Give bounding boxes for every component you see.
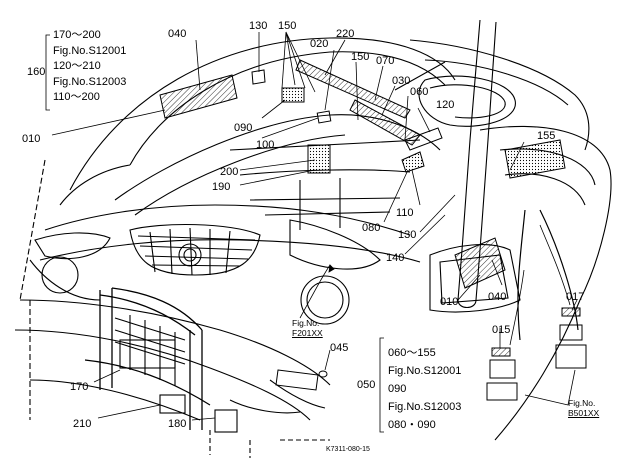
part-label-080: 080 bbox=[362, 222, 381, 234]
part-label-210: 210 bbox=[73, 418, 92, 430]
part-label-110: 110 bbox=[396, 207, 414, 219]
decal-220 bbox=[295, 59, 411, 119]
decal-060 bbox=[404, 127, 443, 151]
part-label-070: 070 bbox=[376, 55, 395, 67]
group-160-item: Fig.No.S12003 bbox=[53, 75, 127, 88]
decal-parts bbox=[159, 59, 587, 401]
fig-ref-f201xx-line2: F201XX bbox=[292, 328, 323, 338]
group-050-item: 060～155 bbox=[388, 347, 436, 359]
part-label-010: 010 bbox=[22, 133, 41, 145]
decal-030 bbox=[349, 99, 421, 146]
part-label-130-b: 130 bbox=[398, 229, 417, 241]
group-160-item: 170～200 bbox=[53, 29, 101, 41]
part-label-100: 100 bbox=[256, 139, 275, 151]
part-label-170: 170 bbox=[70, 381, 89, 393]
decal-155 bbox=[504, 139, 566, 179]
fig-ref-b501xx-line1: Fig.No. bbox=[568, 398, 596, 408]
part-label-140: 140 bbox=[386, 252, 405, 264]
decal-040-left bbox=[159, 74, 238, 119]
drawing-code: K7311-080-15 bbox=[326, 446, 370, 453]
fig-ref-b501xx: Fig.No. B501XX bbox=[568, 398, 599, 418]
connector-015 bbox=[486, 359, 518, 401]
group-050-item: 080・090 bbox=[388, 419, 436, 431]
part-label-130: 130 bbox=[249, 20, 268, 32]
part-label-180: 180 bbox=[168, 418, 187, 430]
leader-lines bbox=[45, 31, 578, 433]
decal-100 bbox=[316, 110, 332, 124]
group-050-item: Fig.No.S12003 bbox=[388, 401, 462, 413]
decal-090 bbox=[281, 87, 305, 103]
part-label-020: 020 bbox=[310, 38, 329, 50]
part-label-050: 050 bbox=[357, 379, 376, 391]
group-160-list: 170～200 Fig.No.S12001 120～210 Fig.No.S12… bbox=[53, 28, 126, 106]
part-label-030: 030 bbox=[392, 75, 411, 87]
part-label-220: 220 bbox=[336, 28, 355, 40]
part-label-040: 040 bbox=[168, 28, 187, 40]
decal-110 bbox=[401, 151, 425, 173]
part-label-120: 120 bbox=[436, 99, 455, 111]
part-label-150: 150 bbox=[278, 20, 297, 32]
group-050-item: 090 bbox=[388, 383, 407, 395]
part-label-190: 190 bbox=[212, 181, 231, 193]
part-label-160: 160 bbox=[27, 66, 46, 78]
decal-200 bbox=[307, 144, 331, 174]
decal-040-right bbox=[454, 237, 506, 289]
fig-ref-b501xx-line2: B501XX bbox=[568, 408, 600, 418]
decal-045 bbox=[275, 369, 319, 391]
fig-ref-f201xx-line1: Fig.No. bbox=[292, 318, 320, 328]
part-label-060: 060 bbox=[410, 86, 429, 98]
group-160-item: 110～200 bbox=[53, 91, 100, 103]
part-label-155: 155 bbox=[537, 130, 556, 142]
group-050-item: Fig.No.S12001 bbox=[388, 365, 462, 377]
connector-017 bbox=[555, 324, 587, 369]
part-label-010-b: 010 bbox=[440, 296, 459, 308]
part-label-017: 017 bbox=[566, 291, 585, 303]
part-label-045: 045 bbox=[330, 342, 349, 354]
part-label-040-b: 040 bbox=[488, 291, 507, 303]
part-label-200: 200 bbox=[220, 166, 239, 178]
part-label-015: 015 bbox=[492, 324, 511, 336]
part-045-grommet bbox=[318, 370, 328, 378]
vehicle-outline bbox=[14, 19, 612, 458]
part-label-150-b: 150 bbox=[351, 51, 370, 63]
group-160-item: 120～210 bbox=[53, 60, 101, 72]
fig-ref-f201xx: Fig.No. F201XX bbox=[292, 318, 323, 338]
group-050-list: 060～155 Fig.No.S12001 090 Fig.No.S12003 … bbox=[388, 344, 461, 434]
part-015 bbox=[491, 347, 511, 357]
part-017 bbox=[561, 307, 581, 317]
decal-130-label bbox=[251, 69, 266, 85]
group-160-item: Fig.No.S12001 bbox=[53, 44, 127, 57]
part-label-090: 090 bbox=[234, 122, 253, 134]
